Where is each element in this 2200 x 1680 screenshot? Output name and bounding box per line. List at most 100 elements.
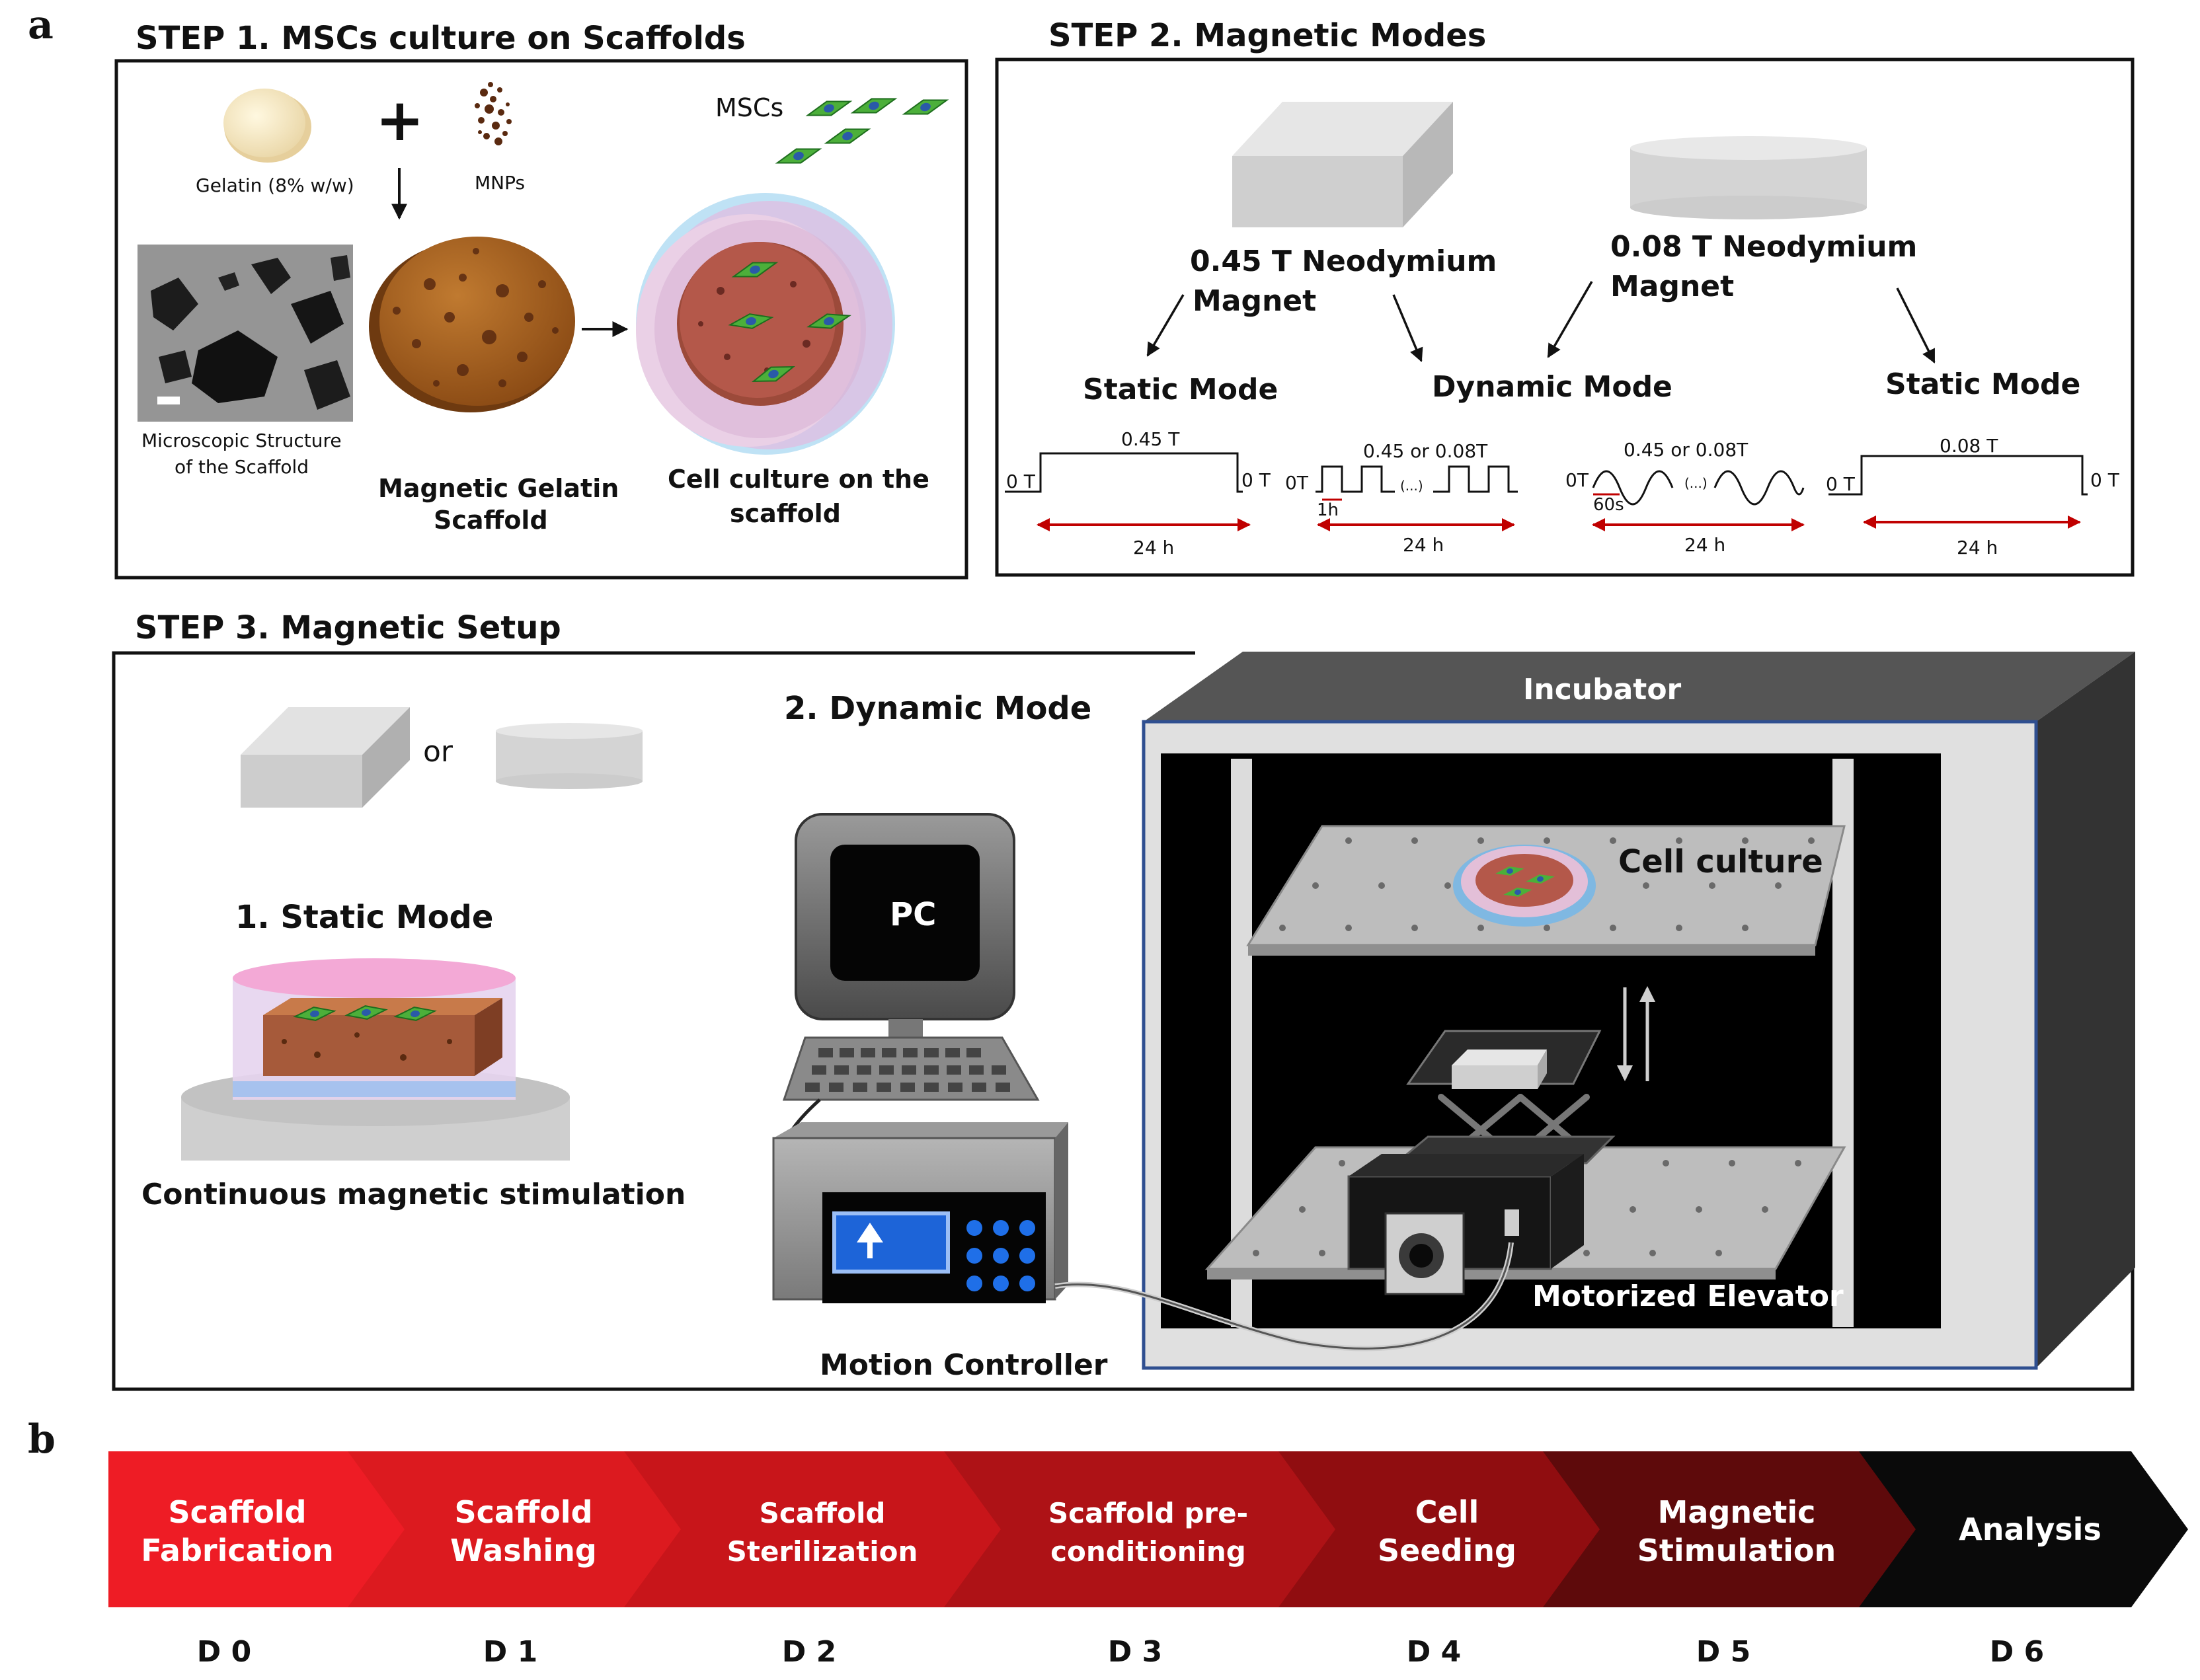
static-mode-label-1: Static Mode — [1083, 373, 1278, 406]
microscopy-image — [138, 245, 353, 422]
pc-illustration — [782, 813, 1040, 1101]
culture-dish — [636, 193, 895, 455]
mnps-label: MNPs — [475, 172, 525, 194]
step3-title: STEP 3. Magnetic Setup — [135, 609, 561, 646]
motion-controller-label: Motion Controller — [820, 1348, 1108, 1382]
static-mode-label-2: Static Mode — [1885, 367, 2080, 401]
cells-on-scaffold — [728, 262, 851, 382]
waveform-sine: 0.45 or 0.08T (...) 0T 60s 24 h — [1565, 439, 1805, 556]
timeline-step-label-0: Scaffold — [169, 1494, 307, 1530]
culture-label-1: Cell culture on the — [668, 465, 929, 494]
motorized-elevator-label: Motorized Elevator — [1532, 1279, 1844, 1313]
timeline-step-sublabel-2: Sterilization — [727, 1535, 918, 1568]
incubator-label: Incubator — [1523, 673, 1682, 706]
or-label: or — [423, 735, 453, 769]
arrow-to-dynamic2 — [1547, 281, 1593, 358]
block-magnet-small — [241, 707, 410, 808]
culture-label-2: scaffold — [730, 499, 841, 528]
waveform-square: 0.45 or 0.08T (...) 0T 1h 24 h — [1285, 440, 1518, 556]
svg-text:0T: 0T — [1285, 472, 1309, 494]
waveform-static-008: 0.08 T 0 T 0 T 24 h — [1826, 435, 2120, 558]
static-mode-title: 1. Static Mode — [235, 899, 493, 936]
gelatin-disc — [223, 89, 311, 163]
incubator-culture-dish — [1453, 845, 1596, 927]
pc-label: PC — [890, 896, 936, 933]
svg-text:(...): (...) — [1684, 475, 1708, 491]
magnet2-label-2: Magnet — [1610, 270, 1734, 303]
mnps-particles — [475, 82, 512, 145]
scaffold-label-2: Scaffold — [434, 506, 548, 535]
arrow-to-static2 — [1896, 287, 1936, 363]
arrow-to-static1 — [1146, 294, 1185, 357]
disc-magnet-small — [496, 723, 643, 789]
timeline-step-sublabel-1: Washing — [450, 1533, 597, 1568]
elevator-motion-arrows — [1617, 986, 1655, 1081]
timeline-step-label-1: Scaffold — [455, 1494, 593, 1530]
timeline-day-4: D 4 — [1407, 1635, 1461, 1669]
timeline-day-5: D 5 — [1696, 1635, 1750, 1669]
svg-text:24 h: 24 h — [1684, 534, 1725, 556]
svg-text:0 T: 0 T — [1826, 473, 1856, 495]
svg-text:24 h: 24 h — [1957, 537, 1998, 558]
timeline-step-sublabel-3: conditioning — [1050, 1535, 1246, 1568]
micro-label-1: Microscopic Structure — [141, 430, 342, 451]
timeline-step-1 — [348, 1451, 686, 1607]
arrow-to-dynamic1 — [1392, 294, 1423, 362]
timeline-day-2: D 2 — [782, 1635, 836, 1669]
step2-title: STEP 2. Magnetic Modes — [1048, 17, 1486, 54]
timeline-step-label-2: Scaffold — [760, 1497, 886, 1529]
svg-text:(...): (...) — [1400, 478, 1423, 494]
continuous-label: Continuous magnetic stimulation — [141, 1178, 686, 1211]
svg-text:0.45 T: 0.45 T — [1121, 428, 1180, 450]
timeline-step-4 — [1278, 1451, 1602, 1607]
waveform-static-045: 0.45 T 0 T 0 T 24 h — [1005, 428, 1271, 558]
magnet1-label-1: 0.45 T Neodymium — [1190, 245, 1497, 278]
svg-text:0.45 or 0.08T: 0.45 or 0.08T — [1624, 439, 1748, 461]
svg-text:0 T: 0 T — [1006, 471, 1036, 492]
micro-label-2: of the Scaffold — [175, 456, 309, 478]
plus-icon: + — [375, 86, 424, 154]
timeline-step-0 — [108, 1451, 410, 1607]
timeline-step-label-5: Magnetic — [1658, 1494, 1816, 1530]
timeline-step-3 — [944, 1451, 1339, 1607]
timeline-step-2 — [624, 1451, 1007, 1607]
step2-frame — [995, 57, 2135, 577]
timeline-step-5 — [1543, 1451, 1917, 1607]
mscs-label: MSCs — [715, 93, 783, 122]
magnet1-label-2: Magnet — [1193, 284, 1316, 318]
svg-text:24 h: 24 h — [1403, 534, 1444, 556]
panel-label-a: a — [28, 2, 54, 48]
timeline-step-label-4: Cell — [1415, 1494, 1479, 1530]
static-setup-illustration — [181, 958, 570, 1161]
svg-text:0.08 T: 0.08 T — [1940, 435, 1998, 457]
step1-title: STEP 1. MSCs culture on Scaffolds — [136, 20, 746, 57]
timeline-day-3: D 3 — [1108, 1635, 1162, 1669]
svg-text:0.45 or 0.08T: 0.45 or 0.08T — [1363, 440, 1488, 462]
timeline-day-1: D 1 — [483, 1635, 537, 1669]
step1-frame — [114, 59, 968, 580]
dynamic-mode-title: 2. Dynamic Mode — [784, 690, 1091, 727]
motorized-elevator-illustration — [1347, 1030, 1616, 1295]
step3-frame — [112, 651, 2135, 1391]
disc-magnet — [1630, 136, 1867, 219]
svg-text:24 h: 24 h — [1133, 537, 1174, 558]
timeline-step-sublabel-0: Fabrication — [141, 1533, 334, 1568]
magnetic-scaffold — [369, 237, 575, 412]
cell-culture-label: Cell culture — [1618, 843, 1823, 880]
magnet2-label-1: 0.08 T Neodymium — [1610, 230, 1917, 264]
timeline-step-6 — [1859, 1451, 2188, 1607]
mscs-cells — [775, 98, 949, 164]
timeline-step-label-6: Analysis — [1959, 1511, 2102, 1547]
gelatin-label: Gelatin (8% w/w) — [196, 174, 354, 196]
panel-label-b: b — [28, 1416, 56, 1463]
svg-text:0 T: 0 T — [1241, 469, 1271, 491]
timeline-step-sublabel-5: Stimulation — [1637, 1533, 1836, 1568]
block-magnet — [1232, 102, 1453, 227]
timeline-day-0: D 0 — [197, 1635, 251, 1669]
svg-text:60s: 60s — [1593, 495, 1624, 515]
timeline-day-6: D 6 — [1990, 1635, 2044, 1669]
svg-text:0 T: 0 T — [2090, 469, 2120, 491]
timeline-step-label-3: Scaffold pre- — [1048, 1497, 1248, 1529]
